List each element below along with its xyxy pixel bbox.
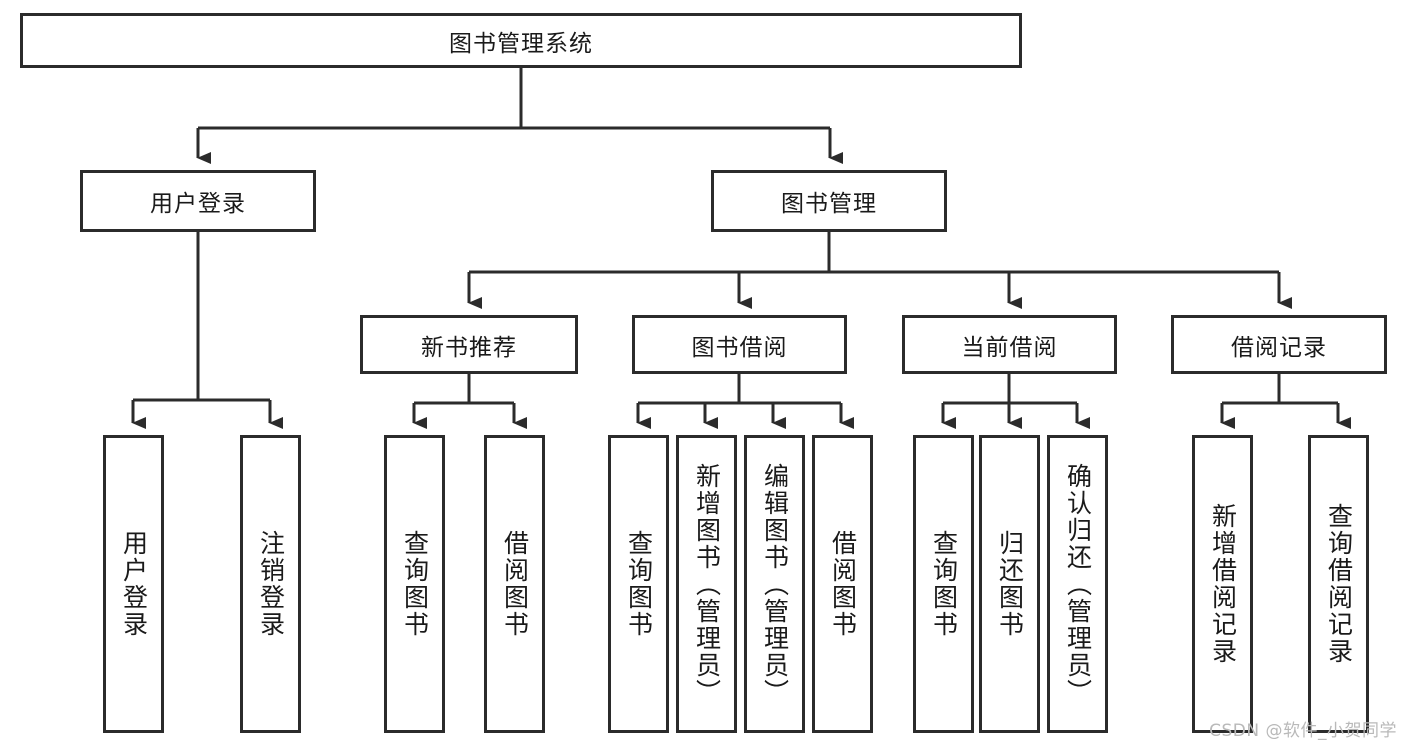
leaf-borrow-query-book[interactable]: 查询图书 [608,435,669,733]
node-label: 图书管理系统 [449,30,593,57]
node-label: 当前借阅 [961,334,1058,361]
node-current-borrow[interactable]: 当前借阅 [902,315,1117,374]
node-borrow-record[interactable]: 借阅记录 [1171,315,1387,374]
node-label: 用户登录 [150,191,246,217]
node-label: 新书推荐 [421,334,517,361]
node-label: 借阅记录 [1231,334,1327,361]
node-label: 借阅图书 [500,530,530,638]
leaf-borrow-borrow-book[interactable]: 借阅图书 [812,435,873,733]
node-label: 归还图书 [995,530,1025,638]
node-label: 查询图书 [929,530,959,638]
node-label: 查询图书 [400,530,430,638]
leaf-user-login-signout[interactable]: 注销登录 [240,435,301,733]
leaf-recommend-borrow-book[interactable]: 借阅图书 [484,435,545,733]
node-new-book-recommend[interactable]: 新书推荐 [360,315,578,374]
node-label: 图书管理 [781,191,877,217]
node-label: 用户登录 [119,530,149,638]
leaf-borrow-edit-book[interactable]: 编辑图书（管理员） [744,435,805,733]
node-label: 确认归还（管理员） [1063,462,1093,706]
node-label: 新增图书（管理员） [692,462,722,706]
leaf-record-query-record[interactable]: 查询借阅记录 [1308,435,1369,733]
leaf-recommend-query-book[interactable]: 查询图书 [384,435,445,733]
csdn-watermark: CSDN @软件_小贺同学 [1209,721,1397,741]
node-root-system[interactable]: 图书管理系统 [20,13,1022,68]
node-book-borrow[interactable]: 图书借阅 [632,315,847,374]
node-label: 新增借阅记录 [1208,503,1238,665]
node-label: 注销登录 [256,530,286,638]
leaf-borrow-add-book[interactable]: 新增图书（管理员） [676,435,737,733]
node-label: 查询借阅记录 [1324,503,1354,665]
node-label: 编辑图书（管理员） [760,462,790,706]
node-book-management[interactable]: 图书管理 [711,170,947,232]
node-label: 借阅图书 [828,530,858,638]
leaf-user-login-signin[interactable]: 用户登录 [103,435,164,733]
leaf-current-return-book[interactable]: 归还图书 [979,435,1040,733]
node-label: 图书借阅 [691,334,788,361]
node-label: 查询图书 [624,530,654,638]
leaf-record-add-record[interactable]: 新增借阅记录 [1192,435,1253,733]
leaf-current-query-book[interactable]: 查询图书 [913,435,974,733]
node-user-login[interactable]: 用户登录 [80,170,316,232]
leaf-current-confirm-return[interactable]: 确认归还（管理员） [1047,435,1108,733]
